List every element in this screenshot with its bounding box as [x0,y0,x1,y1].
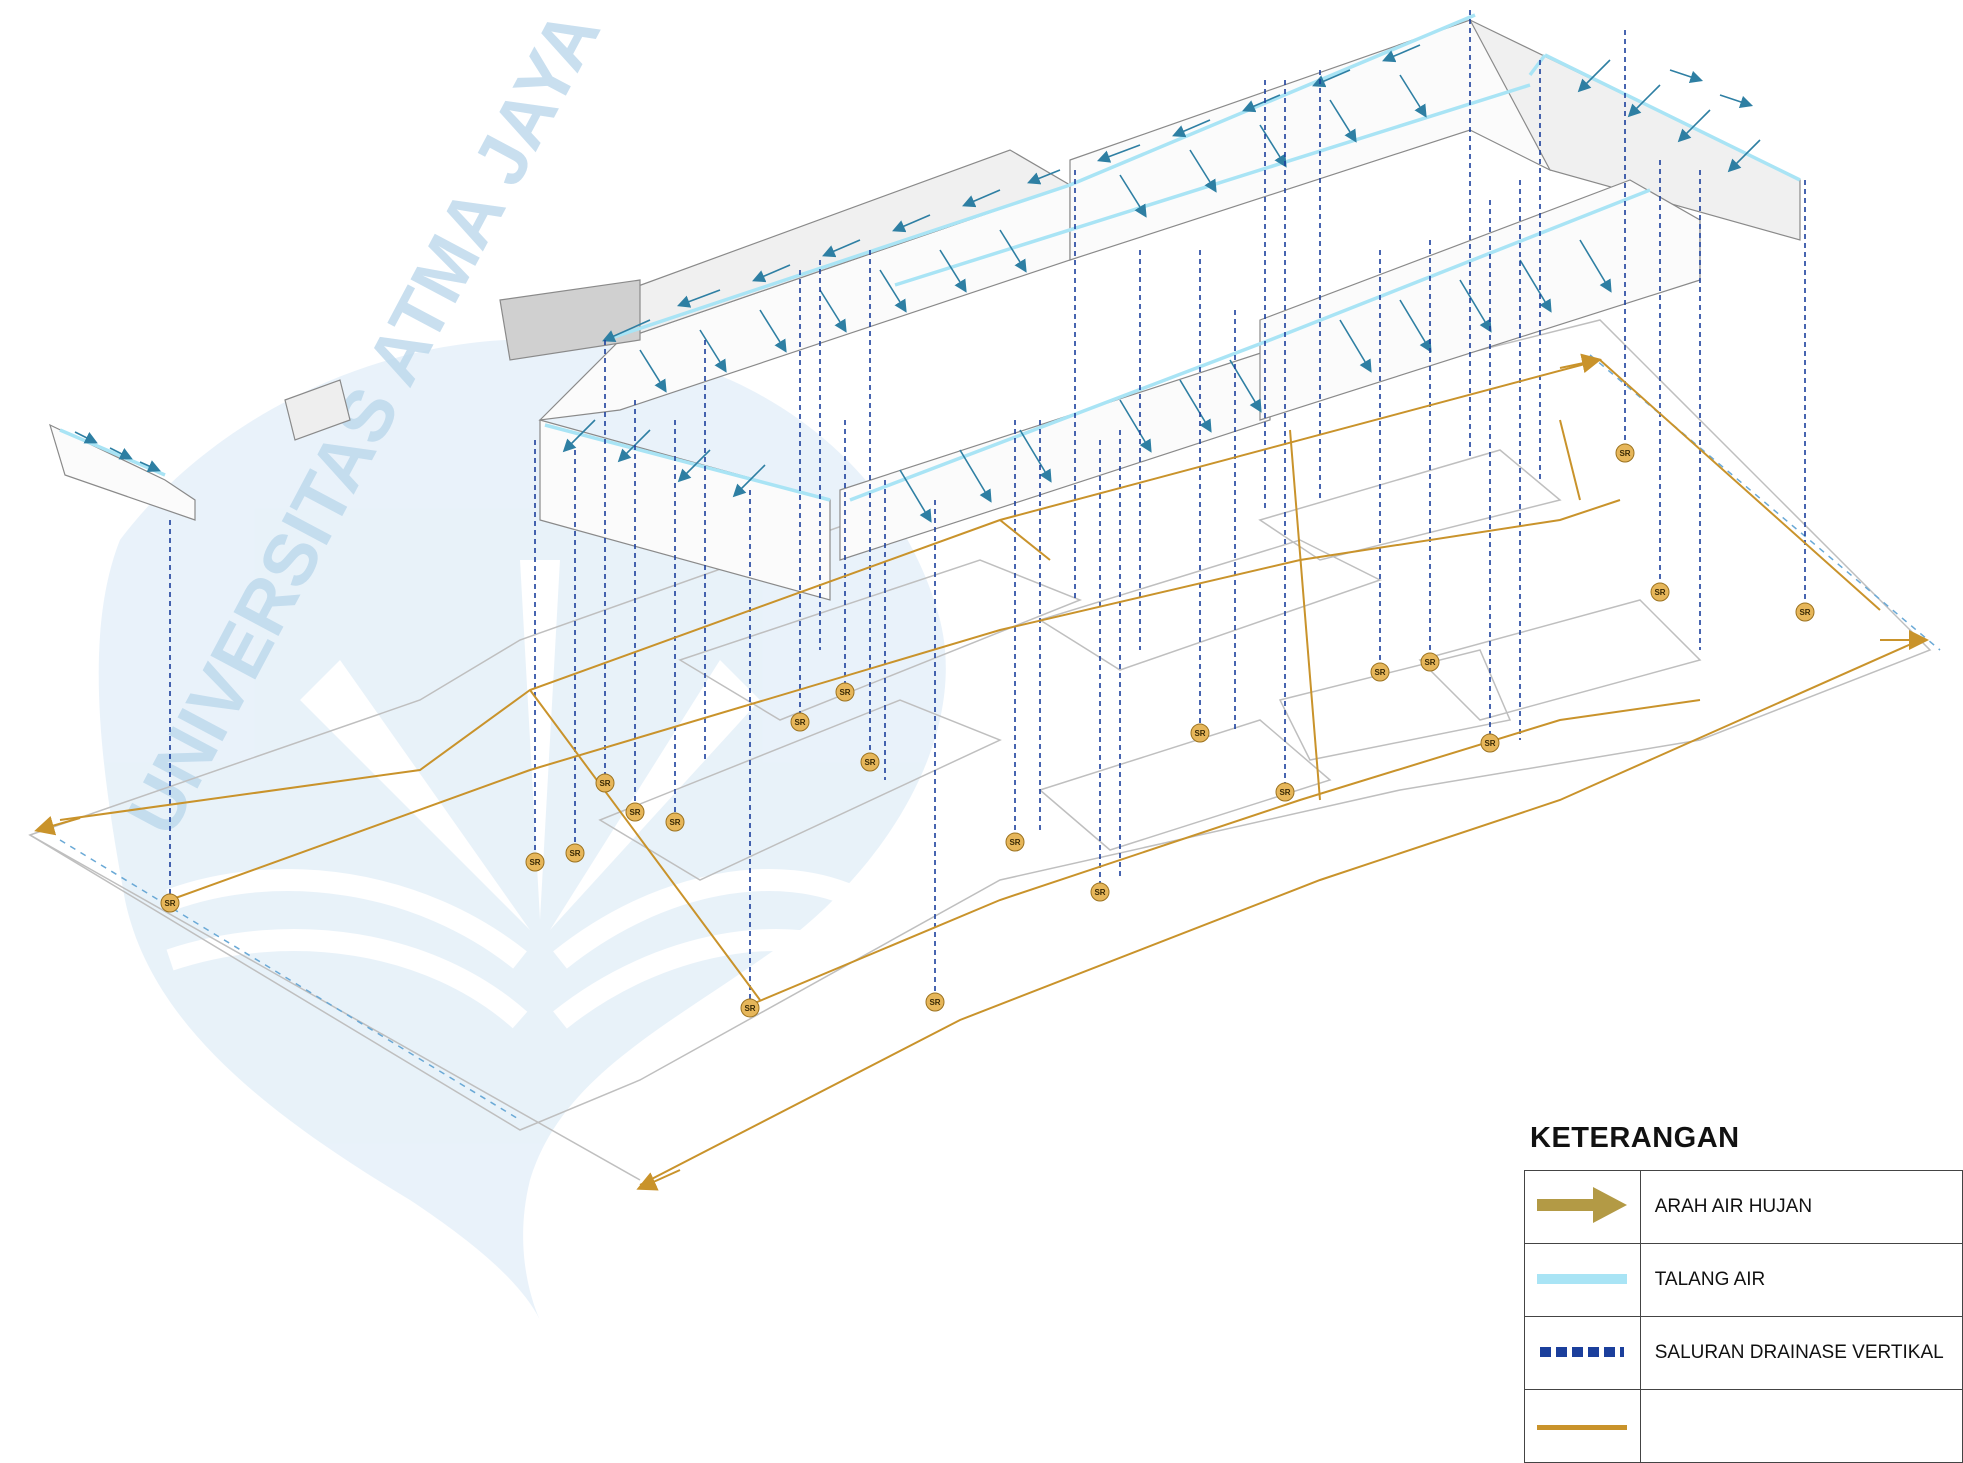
legend-label: TALANG AIR [1639,1243,1963,1317]
pit-label: SR [794,718,805,727]
legend-label: ARAH AIR HUJAN [1639,1170,1963,1244]
legend-title: KETERANGAN [1530,1122,1740,1154]
pit-label: SR [669,818,680,827]
legend-row: TALANG AIR [1524,1243,1963,1317]
legend-panel: KETERANGAN ARAH AIR HUJAN TALANG AIR SAL… [1524,1122,1963,1463]
pit-label: SR [839,688,850,697]
watermark-logo [98,339,946,1320]
legend-label: SALURAN DRAINASE VERTIKAL [1639,1316,1963,1390]
pit-label: SR [599,779,610,788]
pit-label: SR [1194,729,1205,738]
pit-label: SR [1484,739,1495,748]
legend-label [1639,1389,1963,1463]
pit-label: SR [1424,658,1435,667]
pit-label: SR [744,1004,755,1013]
flow-direction-arrows [34,353,1929,1191]
legend-row [1524,1389,1963,1463]
pit-label: SR [569,849,580,858]
pit-label: SR [1279,788,1290,797]
pit-label: SR [864,758,875,767]
dashed-line-icon [1540,1347,1625,1357]
gutter-line-icon [1537,1274,1628,1284]
pit-label: SR [529,858,540,867]
rain-direction-arrows [74,44,1761,523]
pit-label: SR [164,899,175,908]
pit-label: SR [1374,668,1385,677]
legend-row: ARAH AIR HUJAN [1524,1170,1963,1244]
vertical-drains [169,10,1806,1005]
roof-gutters [59,13,1801,502]
drainage-isometric-diagram: UNIVERSITAS ATMA JAYA YOGYAKARTA [28,0,1941,1320]
arrow-icon [1537,1186,1628,1223]
pit-label: SR [1619,449,1630,458]
pit-label: SR [929,998,940,1007]
pit-label: SR [1009,838,1020,847]
legend-table: ARAH AIR HUJAN TALANG AIR SALURAN DRAINA… [1524,1170,1963,1463]
pit-label: SR [1799,608,1810,617]
drainage-pipes [59,359,1921,1186]
infiltration-pits [160,443,1815,1018]
legend-row: SALURAN DRAINASE VERTIKAL [1524,1316,1963,1390]
pit-label: SR [1094,888,1105,897]
pipe-line-icon [1537,1425,1628,1430]
pit-label: SR [1654,588,1665,597]
pit-label: SR [629,808,640,817]
